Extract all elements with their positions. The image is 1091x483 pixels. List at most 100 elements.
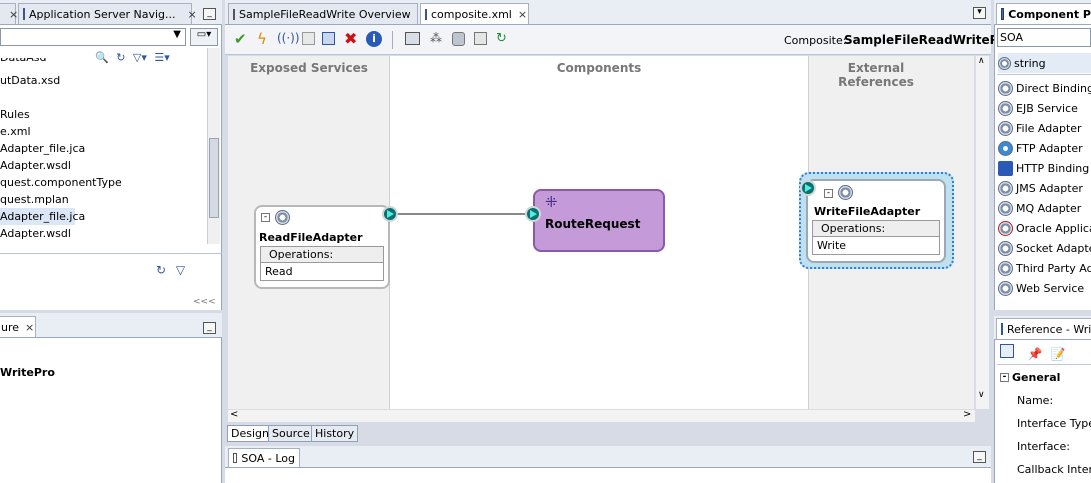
palette-item-file-adapter[interactable]: File Adapter	[998, 118, 1082, 138]
palette-item-ejb-service[interactable]: EJB Service	[998, 98, 1078, 118]
tree-item[interactable]: Rules	[0, 108, 30, 121]
log-tabbar	[225, 446, 991, 468]
palette-item-socket-adapter[interactable]: Socket Adapter	[998, 238, 1091, 258]
wire-connection[interactable]	[397, 213, 529, 215]
edit-icon[interactable]: 📝	[1050, 347, 1066, 361]
tree-item[interactable]: e.xml	[0, 125, 31, 138]
pin-icon[interactable]: 📌	[1027, 347, 1043, 361]
tab-history[interactable]: History	[311, 425, 359, 442]
copy-icon[interactable]	[302, 32, 315, 45]
tab-design[interactable]: Design	[227, 425, 273, 442]
minimize-icon[interactable]: _	[203, 8, 216, 20]
collapse-icon[interactable]: -	[261, 213, 270, 222]
operation-write[interactable]: Write	[812, 237, 940, 255]
section-general[interactable]: - General	[1000, 371, 1060, 384]
route-port[interactable]	[525, 206, 541, 222]
view-menu-button[interactable]: ▭▾	[190, 28, 218, 46]
print-icon[interactable]	[405, 32, 420, 45]
layout-icon[interactable]: ⁂	[430, 31, 442, 45]
project-dropdown[interactable]: ▼	[0, 28, 186, 46]
operation-read[interactable]: Read	[260, 263, 384, 281]
tab-label: Reference - Wri	[1007, 322, 1091, 336]
write-file-adapter[interactable]: - WriteFileAdapter Operations: Write	[806, 179, 946, 263]
close-icon[interactable]: ×	[9, 7, 19, 21]
log-output	[225, 468, 991, 483]
tab-soa-log[interactable]: SOA - Log	[228, 448, 300, 467]
palette-item-string[interactable]: string	[998, 53, 1091, 73]
tab-label: Component P	[1008, 7, 1091, 21]
antenna-icon[interactable]: ((·))	[277, 31, 300, 45]
chevron-right-icon[interactable]: >	[963, 409, 972, 420]
read-file-adapter[interactable]: - ReadFileAdapter Operations: Read	[254, 205, 390, 289]
tab-reference-properties[interactable]: Reference - Wri	[996, 318, 1091, 339]
palette-item-http-binding[interactable]: HTTP Binding	[998, 158, 1089, 178]
palette-item-web-service[interactable]: Web Service	[998, 278, 1084, 298]
collapse-arrows[interactable]: <<<	[193, 297, 216, 307]
edit-icon[interactable]	[474, 32, 487, 45]
info-icon[interactable]: i	[366, 31, 382, 47]
palette-item-oracle-applications[interactable]: Oracle Applicat	[998, 218, 1091, 238]
validate-icon[interactable]: ✔	[234, 30, 247, 48]
find-icon[interactable]	[1000, 344, 1014, 358]
web-service-icon	[998, 280, 1013, 296]
tab-component-palette[interactable]: Component P	[996, 3, 1091, 24]
close-icon[interactable]: ×	[25, 320, 35, 334]
tree-item[interactable]: Adapter_file.jca	[0, 142, 86, 155]
tab-list-icon[interactable]: ▾	[973, 7, 986, 19]
toolbar-separator	[392, 31, 393, 49]
chevron-down-icon[interactable]: ∨	[978, 390, 985, 400]
refresh-icon[interactable]: ↻	[116, 51, 126, 64]
tab-structure[interactable]: ure ×	[0, 316, 36, 337]
vertical-scrollbar[interactable]	[207, 48, 220, 244]
scroll-thumb[interactable]	[209, 138, 219, 218]
palette-item-ftp-adapter[interactable]: FTP Adapter	[998, 138, 1083, 158]
zoom-icon[interactable]: 🔍	[95, 51, 109, 64]
tab-composite[interactable]: composite.xml ×	[420, 3, 529, 24]
canvas-vertical-scrollbar[interactable]: ∧ ∨	[975, 56, 989, 409]
filter-icon[interactable]: ▽	[175, 263, 186, 277]
filter-icon[interactable]: ▽▾	[132, 51, 147, 64]
palette-filter-dropdown[interactable]: SOA	[997, 28, 1091, 47]
close-icon[interactable]: ×	[187, 7, 197, 21]
palette-item-third-party[interactable]: Third Party Ada	[998, 258, 1091, 278]
structure-item[interactable]: WritePro	[0, 366, 55, 379]
sort-icon[interactable]: ☰▾	[154, 51, 170, 64]
lightning-icon[interactable]: ϟ	[257, 30, 267, 48]
tab-overview[interactable]: SampleFileReadWrite Overview ×	[228, 3, 428, 24]
tab-app-server-navigator[interactable]: Application Server Navig... ×	[18, 3, 197, 24]
route-request-component[interactable]: ⁜ RouteRequest	[533, 189, 665, 252]
db-icon[interactable]	[452, 32, 465, 46]
palette-item-mq-adapter[interactable]: MQ Adapter	[998, 198, 1081, 218]
minimize-icon[interactable]: _	[203, 322, 216, 334]
tree-item-selected[interactable]: Adapter_file.jca	[0, 208, 86, 225]
tab-left-previous[interactable]: ×	[0, 3, 19, 24]
refresh-icon[interactable]: ↻	[156, 263, 167, 277]
properties-panel	[994, 340, 1091, 483]
delete-icon[interactable]: ✖	[344, 29, 358, 48]
tree-item[interactable]: Adapter.wsdl	[0, 159, 71, 172]
tab-label: SOA - Log	[241, 451, 295, 465]
tree-item[interactable]: quest.componentType	[0, 176, 122, 189]
palette-item-jms-adapter[interactable]: JMS Adapter	[998, 178, 1083, 198]
deploy-icon[interactable]: ↻	[496, 31, 507, 46]
chevron-up-icon[interactable]: ∧	[978, 56, 985, 66]
tree-item[interactable]: quest.mplan	[0, 193, 69, 206]
chevron-down-icon: ▼	[173, 29, 181, 40]
chevron-left-icon[interactable]: <	[230, 409, 239, 420]
close-icon[interactable]: ×	[517, 7, 528, 21]
tab-source[interactable]: Source	[268, 425, 314, 442]
service-port[interactable]	[382, 206, 398, 222]
tree-item[interactable]: DataAsd	[0, 58, 47, 67]
collapse-icon[interactable]: -	[824, 189, 833, 198]
tree-item[interactable]: utData.xsd	[0, 74, 61, 87]
reference-port[interactable]	[800, 180, 816, 196]
minimize-icon[interactable]: _	[973, 451, 986, 463]
canvas-horizontal-scrollbar[interactable]: < >	[228, 409, 975, 422]
overview-icon	[233, 8, 235, 20]
palette-item-direct-binding[interactable]: Direct Binding	[998, 78, 1091, 98]
collapse-icon[interactable]: -	[1000, 373, 1009, 382]
paste-icon[interactable]	[322, 32, 335, 45]
section-title: General	[1012, 371, 1061, 384]
structure-panel	[0, 338, 222, 483]
tree-item[interactable]: Adapter.wsdl	[0, 227, 71, 240]
